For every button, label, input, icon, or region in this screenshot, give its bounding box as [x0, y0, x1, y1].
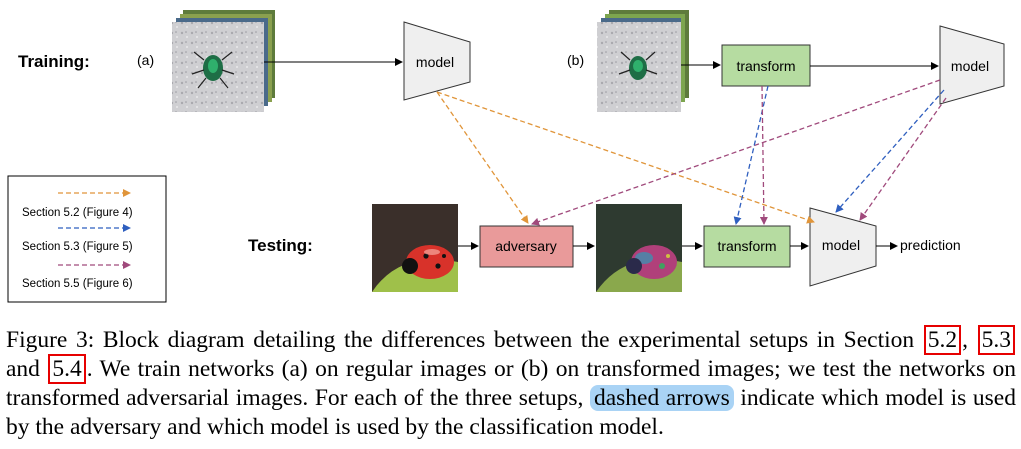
block-diagram: Training: Testing: (a) (b) model transfo…: [7, 10, 1005, 303]
transform-test: transform: [703, 225, 791, 268]
legend-item-2: Section 5.3 (Figure 5): [22, 241, 133, 253]
orange-arrow-to-adversary: [436, 91, 529, 224]
prediction-label: prediction: [900, 237, 961, 253]
panel-a-label: (a): [137, 52, 154, 68]
testing-label: Testing:: [248, 236, 313, 255]
model-test: model: [809, 207, 877, 287]
legend-item-3: Section 5.5 (Figure 6): [22, 278, 133, 290]
caption-suffix: indicate which model is used by the adve…: [6, 385, 1016, 440]
figure-caption: Figure 3: Block diagram detailing the di…: [6, 325, 1016, 442]
adversarial-image: [596, 204, 682, 292]
orange-arrow-to-test-model: [436, 91, 815, 224]
training-label: Training:: [18, 52, 90, 71]
blue-arrow-to-test-model: [835, 89, 945, 213]
model-a-label: model: [416, 54, 454, 70]
purple-arrow-to-adversary: [531, 79, 941, 226]
transform-b: transform: [721, 44, 811, 87]
section-ref-5-3[interactable]: 5.3: [977, 325, 1015, 355]
training-image-stack-b: [597, 10, 689, 112]
legend: Section 5.2 (Figure 4) Section 5.3 (Figu…: [7, 175, 167, 303]
legend-item-1: Section 5.2 (Figure 4): [22, 207, 133, 219]
ladybug-image: [372, 204, 458, 292]
blue-arrow-to-test-transform: [733, 85, 769, 225]
section-ref-5-4[interactable]: 5.4: [48, 354, 86, 384]
purple-arrow-to-test-transform: [759, 85, 768, 225]
model-b: model: [939, 25, 1005, 105]
adversary-label: adversary: [495, 238, 556, 254]
section-ref-5-2[interactable]: 5.2: [923, 325, 962, 355]
purple-arrow-to-test-model: [859, 97, 947, 221]
model-test-label: model: [822, 237, 860, 253]
caption-prefix: Figure 3: Block diagram detailing the di…: [6, 327, 923, 353]
highlighted-text: dashed arrows: [589, 385, 734, 411]
dashed-arrows: [436, 79, 947, 226]
panel-b-label: (b): [567, 52, 584, 68]
model-b-label: model: [951, 58, 989, 74]
caption-sep-2: and: [6, 356, 48, 382]
model-a: model: [403, 21, 471, 101]
caption-sep-1: ,: [962, 327, 969, 353]
caption-middle: . We train networks (a) on regular image…: [6, 356, 1016, 411]
adversary-block: adversary: [479, 225, 574, 268]
transform-b-label: transform: [736, 58, 795, 74]
training-image-stack-a: [172, 10, 275, 112]
transform-test-label: transform: [717, 238, 776, 254]
